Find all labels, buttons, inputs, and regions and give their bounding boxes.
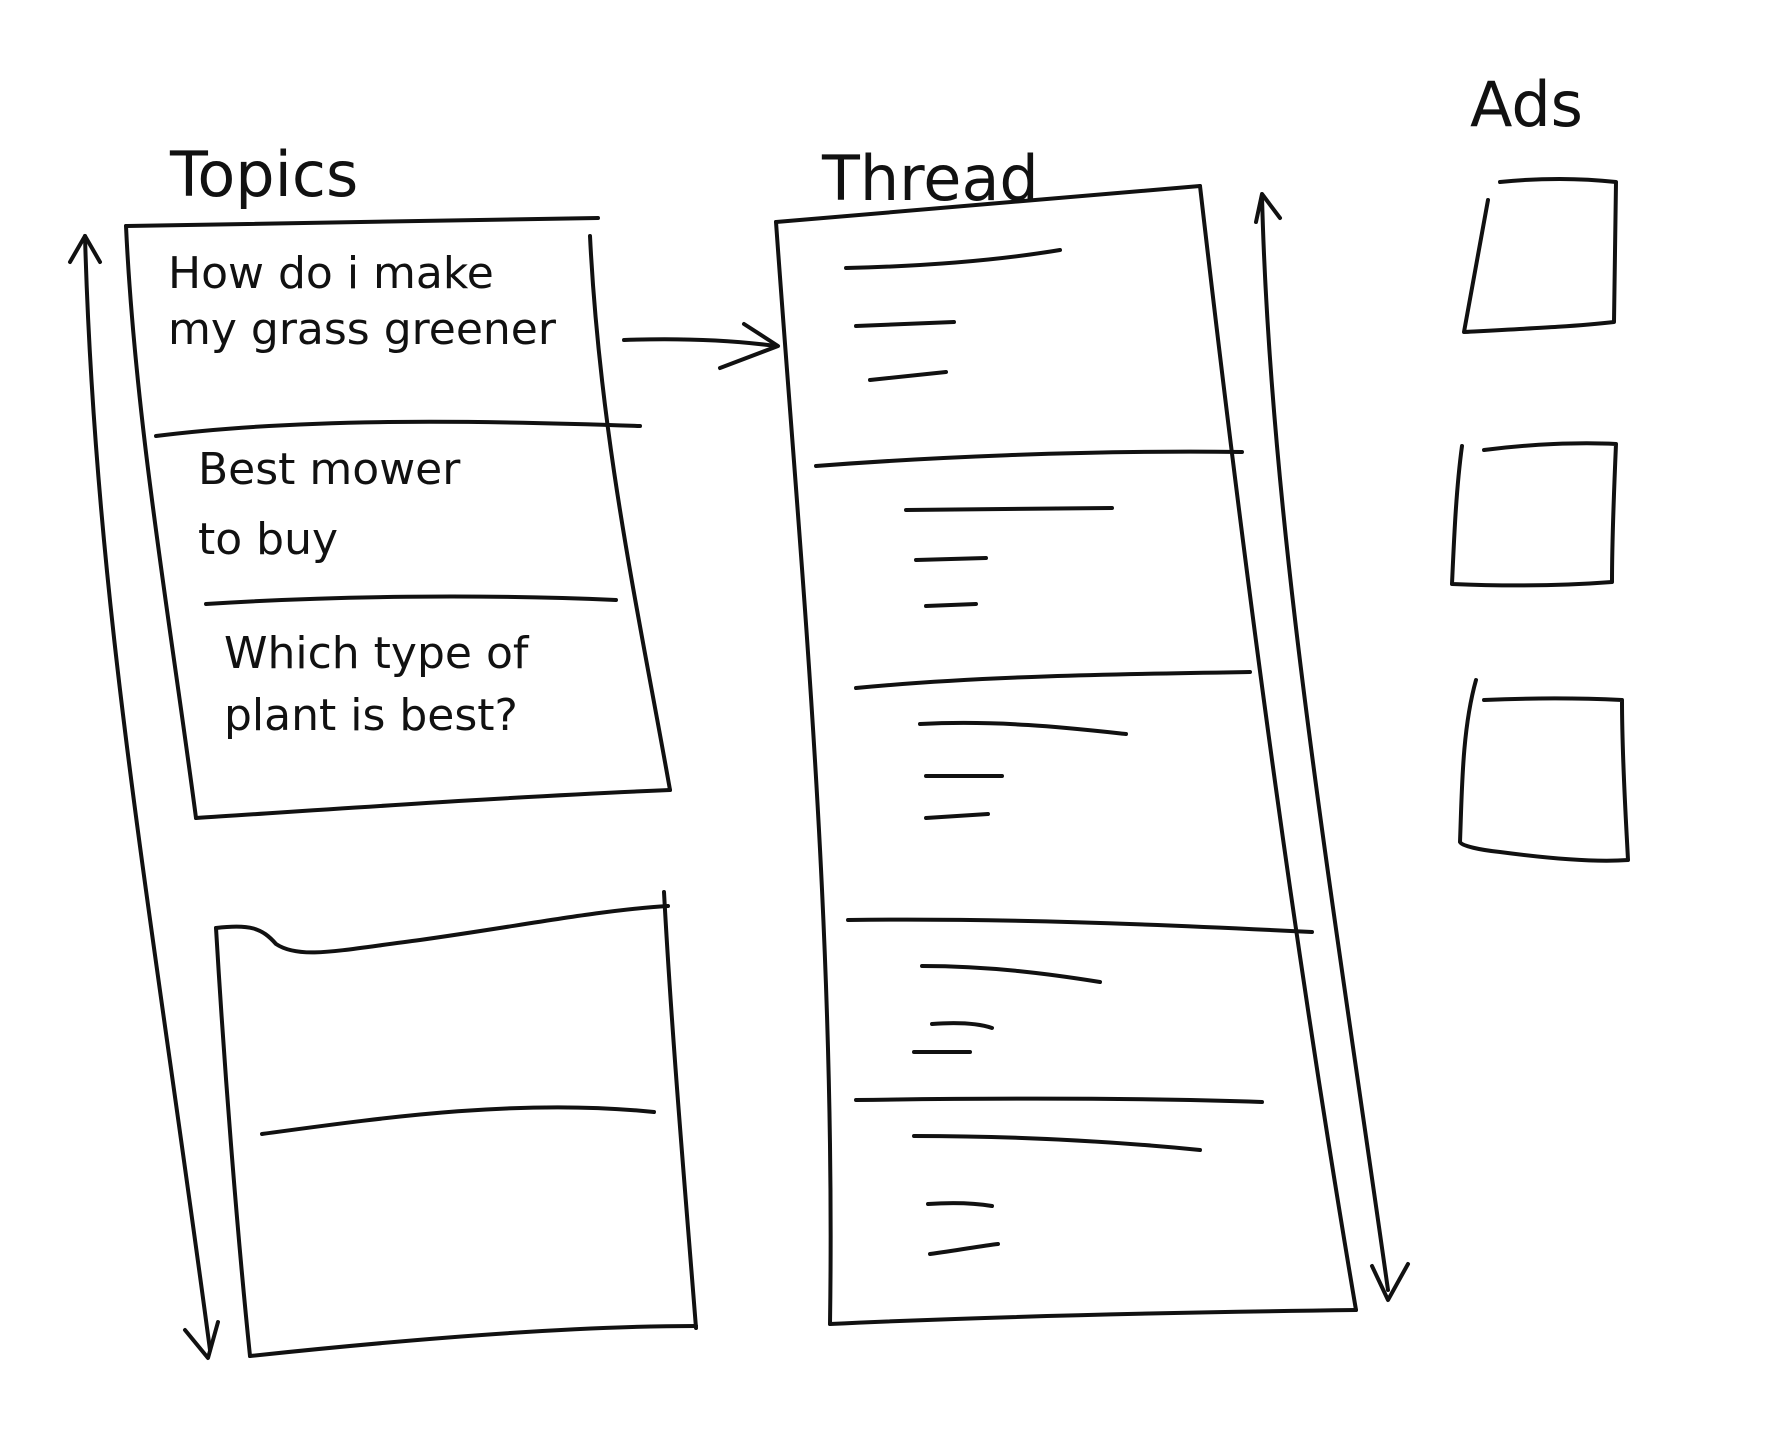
thread-panel [774, 184, 1358, 1326]
topic-title-line: How do i make [168, 248, 494, 299]
topic-title-line: Best mower [198, 444, 461, 495]
thread-post[interactable] [844, 248, 1062, 382]
topic-item[interactable]: Which type of plant is best? [224, 628, 530, 741]
ads-heading: Ads [1470, 68, 1583, 141]
post-text-line [914, 556, 988, 562]
thread-post[interactable] [904, 506, 1114, 608]
post-text-line [912, 1134, 1202, 1152]
topic-divider [154, 419, 642, 438]
topics-scroll-arrow-icon[interactable] [68, 234, 220, 1360]
topic-divider [204, 594, 618, 606]
topic-item[interactable]: How do i make my grass greener [168, 248, 557, 355]
post-text-line [904, 506, 1114, 512]
post-text-line [926, 1201, 994, 1208]
post-text-line [930, 1021, 994, 1030]
topics-lower-panel [214, 890, 698, 1358]
post-text-line [854, 320, 956, 328]
topic-list-panel [124, 216, 672, 820]
topic-item[interactable]: Best mower to buy [198, 444, 461, 565]
topic-to-thread-arrow-icon [622, 322, 780, 370]
post-divider [814, 449, 1244, 468]
post-text-line [928, 1242, 1000, 1256]
post-text-line [844, 248, 1062, 270]
ad-slot[interactable] [1450, 441, 1618, 588]
thread-post[interactable] [912, 964, 1102, 1054]
ad-slot[interactable] [1462, 177, 1618, 334]
topic-title-line: Which type of [224, 628, 530, 679]
post-divider [846, 917, 1314, 934]
topic-title-line: to buy [198, 514, 338, 565]
placeholder-line [260, 1105, 656, 1136]
post-text-line [918, 720, 1128, 736]
post-divider [854, 670, 1252, 690]
ad-slot[interactable] [1458, 678, 1630, 863]
post-text-line [924, 812, 990, 820]
post-text-line [920, 964, 1102, 984]
thread-post[interactable] [918, 720, 1128, 820]
topic-title-line: plant is best? [224, 690, 518, 741]
thread-post[interactable] [912, 1134, 1202, 1256]
topics-heading: Topics [169, 138, 358, 211]
thread-scroll-arrow-icon[interactable] [1254, 192, 1410, 1302]
post-text-line [868, 370, 948, 382]
post-text-line [924, 602, 978, 608]
post-divider [854, 1096, 1264, 1104]
topic-title-line: my grass greener [168, 304, 557, 355]
